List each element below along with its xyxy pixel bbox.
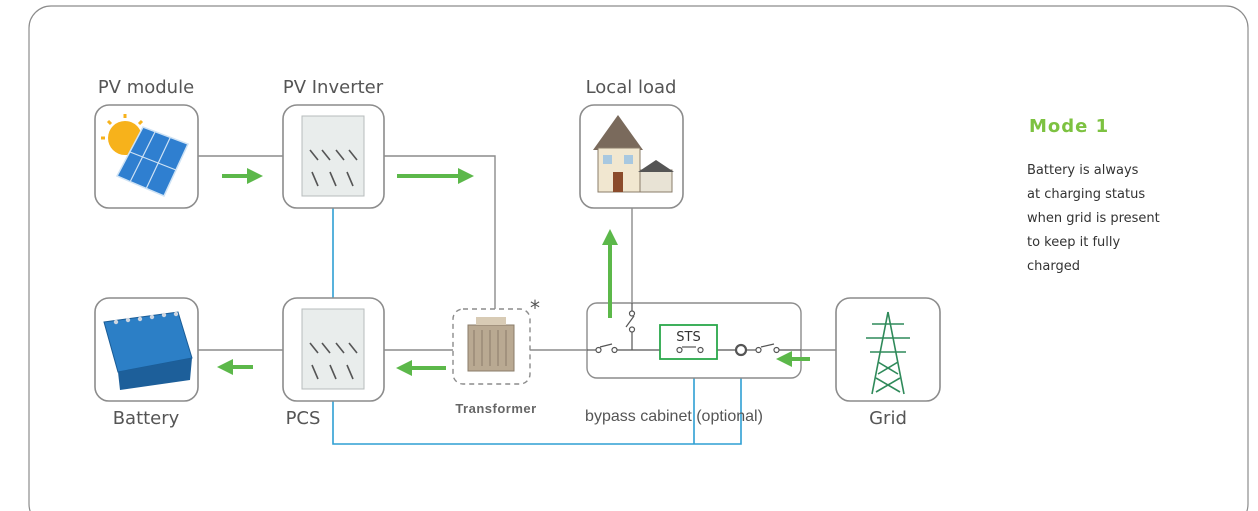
flow-arrows [217, 168, 810, 376]
pv-inverter-label: PV Inverter [283, 77, 384, 98]
bypass-cabinet-box: STS [586, 302, 802, 379]
transformer-icon [467, 324, 515, 372]
local-load-label: Local load [586, 77, 677, 98]
transmission-tower-icon [866, 311, 910, 395]
sun-rays-icon [101, 114, 144, 140]
pcs-box [282, 297, 385, 402]
battery-box [94, 297, 199, 402]
mode-description-line: charged [1027, 259, 1080, 274]
pv-inverter-box [282, 104, 385, 209]
mode-title: Mode 1 [1029, 116, 1110, 137]
sts-label: STS [676, 330, 700, 345]
pcs-label: PCS [286, 408, 321, 429]
mode-description-line: to keep it fully [1027, 235, 1121, 250]
mode-description-line: at charging status [1027, 187, 1146, 202]
transformer-box [452, 308, 531, 385]
diagram-frame [28, 5, 1249, 511]
gray-wires [198, 155, 836, 351]
grid-box [835, 297, 941, 402]
pv-module-label: PV module [98, 77, 194, 98]
sts-box [659, 324, 718, 360]
transformer-label: Transformer [455, 401, 536, 416]
battery-label: Battery [113, 408, 180, 429]
transformer-optional-asterisk: * [530, 296, 540, 320]
solar-panel-icon [115, 126, 190, 197]
mode-panel: Mode 1 Battery is always at charging sta… [1027, 116, 1247, 279]
local-load-box [579, 104, 684, 209]
bypass-cabinet-label: bypass cabinet (optional) [585, 408, 763, 425]
grid-label: Grid [869, 408, 907, 429]
mode-description-line: when grid is present [1027, 211, 1160, 226]
mode-description-line: Battery is always [1027, 163, 1139, 178]
house-roof-icon [593, 115, 643, 150]
load-switch-icon [625, 303, 636, 350]
pv-module-box [94, 104, 199, 209]
